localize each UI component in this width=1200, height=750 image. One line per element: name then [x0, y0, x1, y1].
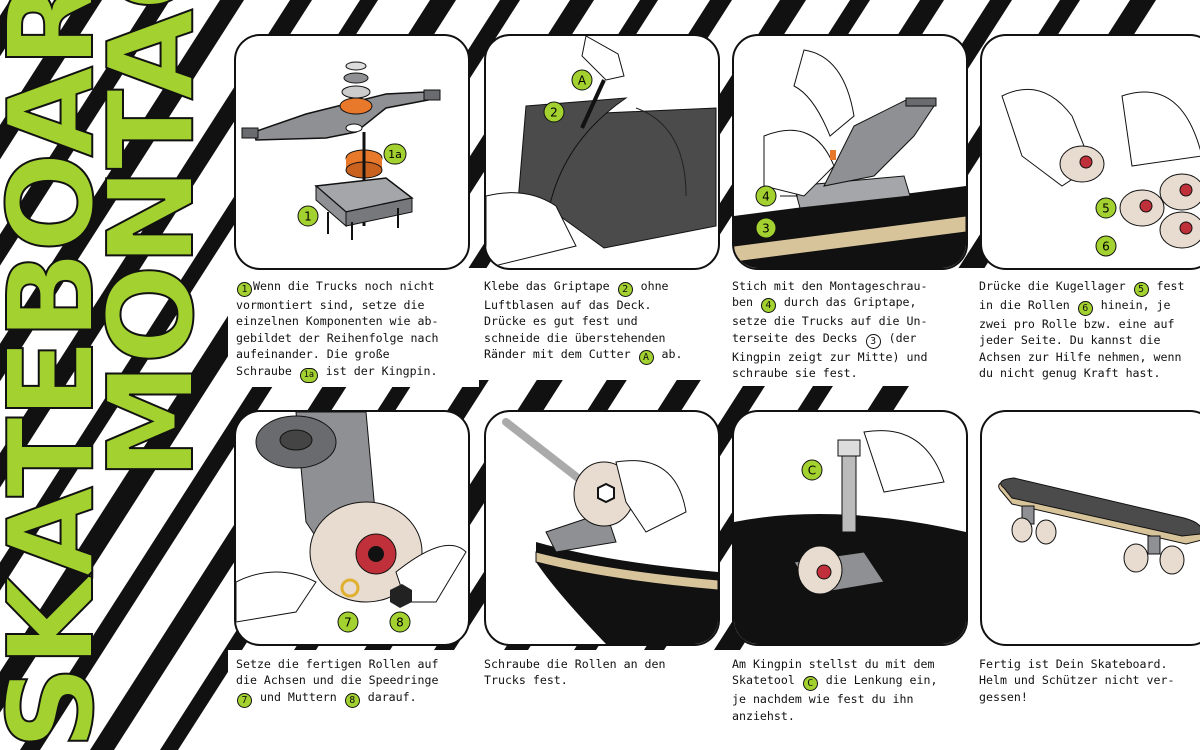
step-8-caption: Fertig ist Dein Skateboard. Helm und Sch… [976, 654, 1200, 710]
caption-text: Schraube die Rollen an den Trucks fest. [484, 657, 666, 688]
step-8-illustration [980, 410, 1200, 646]
step-2-label-2: 2 [550, 106, 558, 120]
stripe [0, 0, 170, 266]
title-line-2: MONTAGE [81, 0, 221, 481]
step-4-caption: Drücke die Kugellager 5 fest in die Roll… [976, 276, 1200, 386]
step-5-illustration: 7 8 [234, 410, 470, 646]
caption-text: und Muttern [253, 689, 344, 704]
step-badge: C [802, 676, 818, 692]
caption-text: Setze die fertigen Rollen auf die Achsen… [236, 657, 439, 688]
caption-text: darauf. [360, 689, 417, 704]
caption-text: Drücke die Kugellager [979, 279, 1133, 293]
caption-text: (der Kingpin zeigt zur Mitte) und schrau… [732, 330, 928, 381]
step-badge: 1a [299, 367, 318, 383]
stripe [0, 0, 36, 57]
step-5-label-8: 8 [396, 616, 404, 630]
step-6-illustration [484, 410, 720, 646]
step-3-label-4: 4 [762, 190, 770, 204]
step-badge: 3 [865, 333, 881, 349]
step-5-label-7: 7 [344, 616, 352, 630]
stripe [0, 0, 102, 160]
step-4-label-6: 6 [1102, 240, 1110, 254]
caption-text: hinein, je zwei pro Rolle bzw. eine auf … [979, 298, 1182, 381]
step-2-illustration: A 2 [484, 34, 720, 270]
step-5-caption: Setze die fertigen Rollen auf die Achsen… [233, 654, 479, 712]
step-badge: 5 [1133, 282, 1149, 297]
step-badge: 6 [1077, 301, 1093, 316]
caption-text: durch das Griptape, setze die Trucks auf… [732, 295, 928, 345]
caption-text: ohne Luftblasen auf das Deck. Drücke es … [484, 279, 669, 362]
step-7-label-c: C [808, 464, 816, 478]
step-badge: 8 [344, 692, 360, 708]
step-4-label-5: 5 [1102, 202, 1110, 216]
step-2-label-a: A [578, 74, 587, 88]
wheel-stack [1119, 173, 1200, 249]
caption-text: ab. [654, 347, 683, 362]
step-4-illustration: 5 6 [980, 34, 1200, 270]
step-1-illustration: 1 1a [234, 34, 470, 270]
step-6-caption: Schraube die Rollen an den Trucks fest. [481, 654, 727, 693]
step-3-caption: Stich mit den Montageschrau- ben 4 durch… [729, 276, 975, 386]
step-7-illustration: C [732, 410, 968, 646]
step-3-illustration: 4 3 [732, 34, 968, 270]
step-badge: 1 [237, 282, 252, 297]
step-1-label-1a: 1a [388, 148, 402, 161]
step-badge: 4 [760, 298, 776, 314]
caption-text: ist der Kingpin. [318, 363, 438, 378]
caption-text: Klebe das Griptape [484, 279, 617, 293]
caption-text: Wenn die Trucks noch nicht vormontiert s… [236, 279, 439, 378]
caption-text: die Lenkung ein, je nachdem wie fest du … [732, 673, 938, 723]
step-7-caption: Am Kingpin stellst du mit dem Skatetool … [729, 654, 975, 729]
stripe [0, 0, 244, 382]
step-2-caption: Klebe das Griptape 2 ohne Luftblasen auf… [481, 276, 727, 370]
step-badge: 7 [237, 692, 252, 708]
caption-text: Stich mit den Montageschrau- ben [732, 279, 928, 310]
caption-text: fest in die Rollen [979, 279, 1185, 312]
caption-text: Am Kingpin stellst du mit dem Skatetool [732, 657, 935, 688]
step-1-label-1: 1 [304, 210, 312, 224]
caption-text: Fertig ist Dein Skateboard. Helm und Sch… [979, 657, 1175, 704]
step-badge: A [638, 350, 654, 366]
step-badge: 2 [617, 282, 633, 297]
step-3-label-3: 3 [762, 222, 770, 236]
